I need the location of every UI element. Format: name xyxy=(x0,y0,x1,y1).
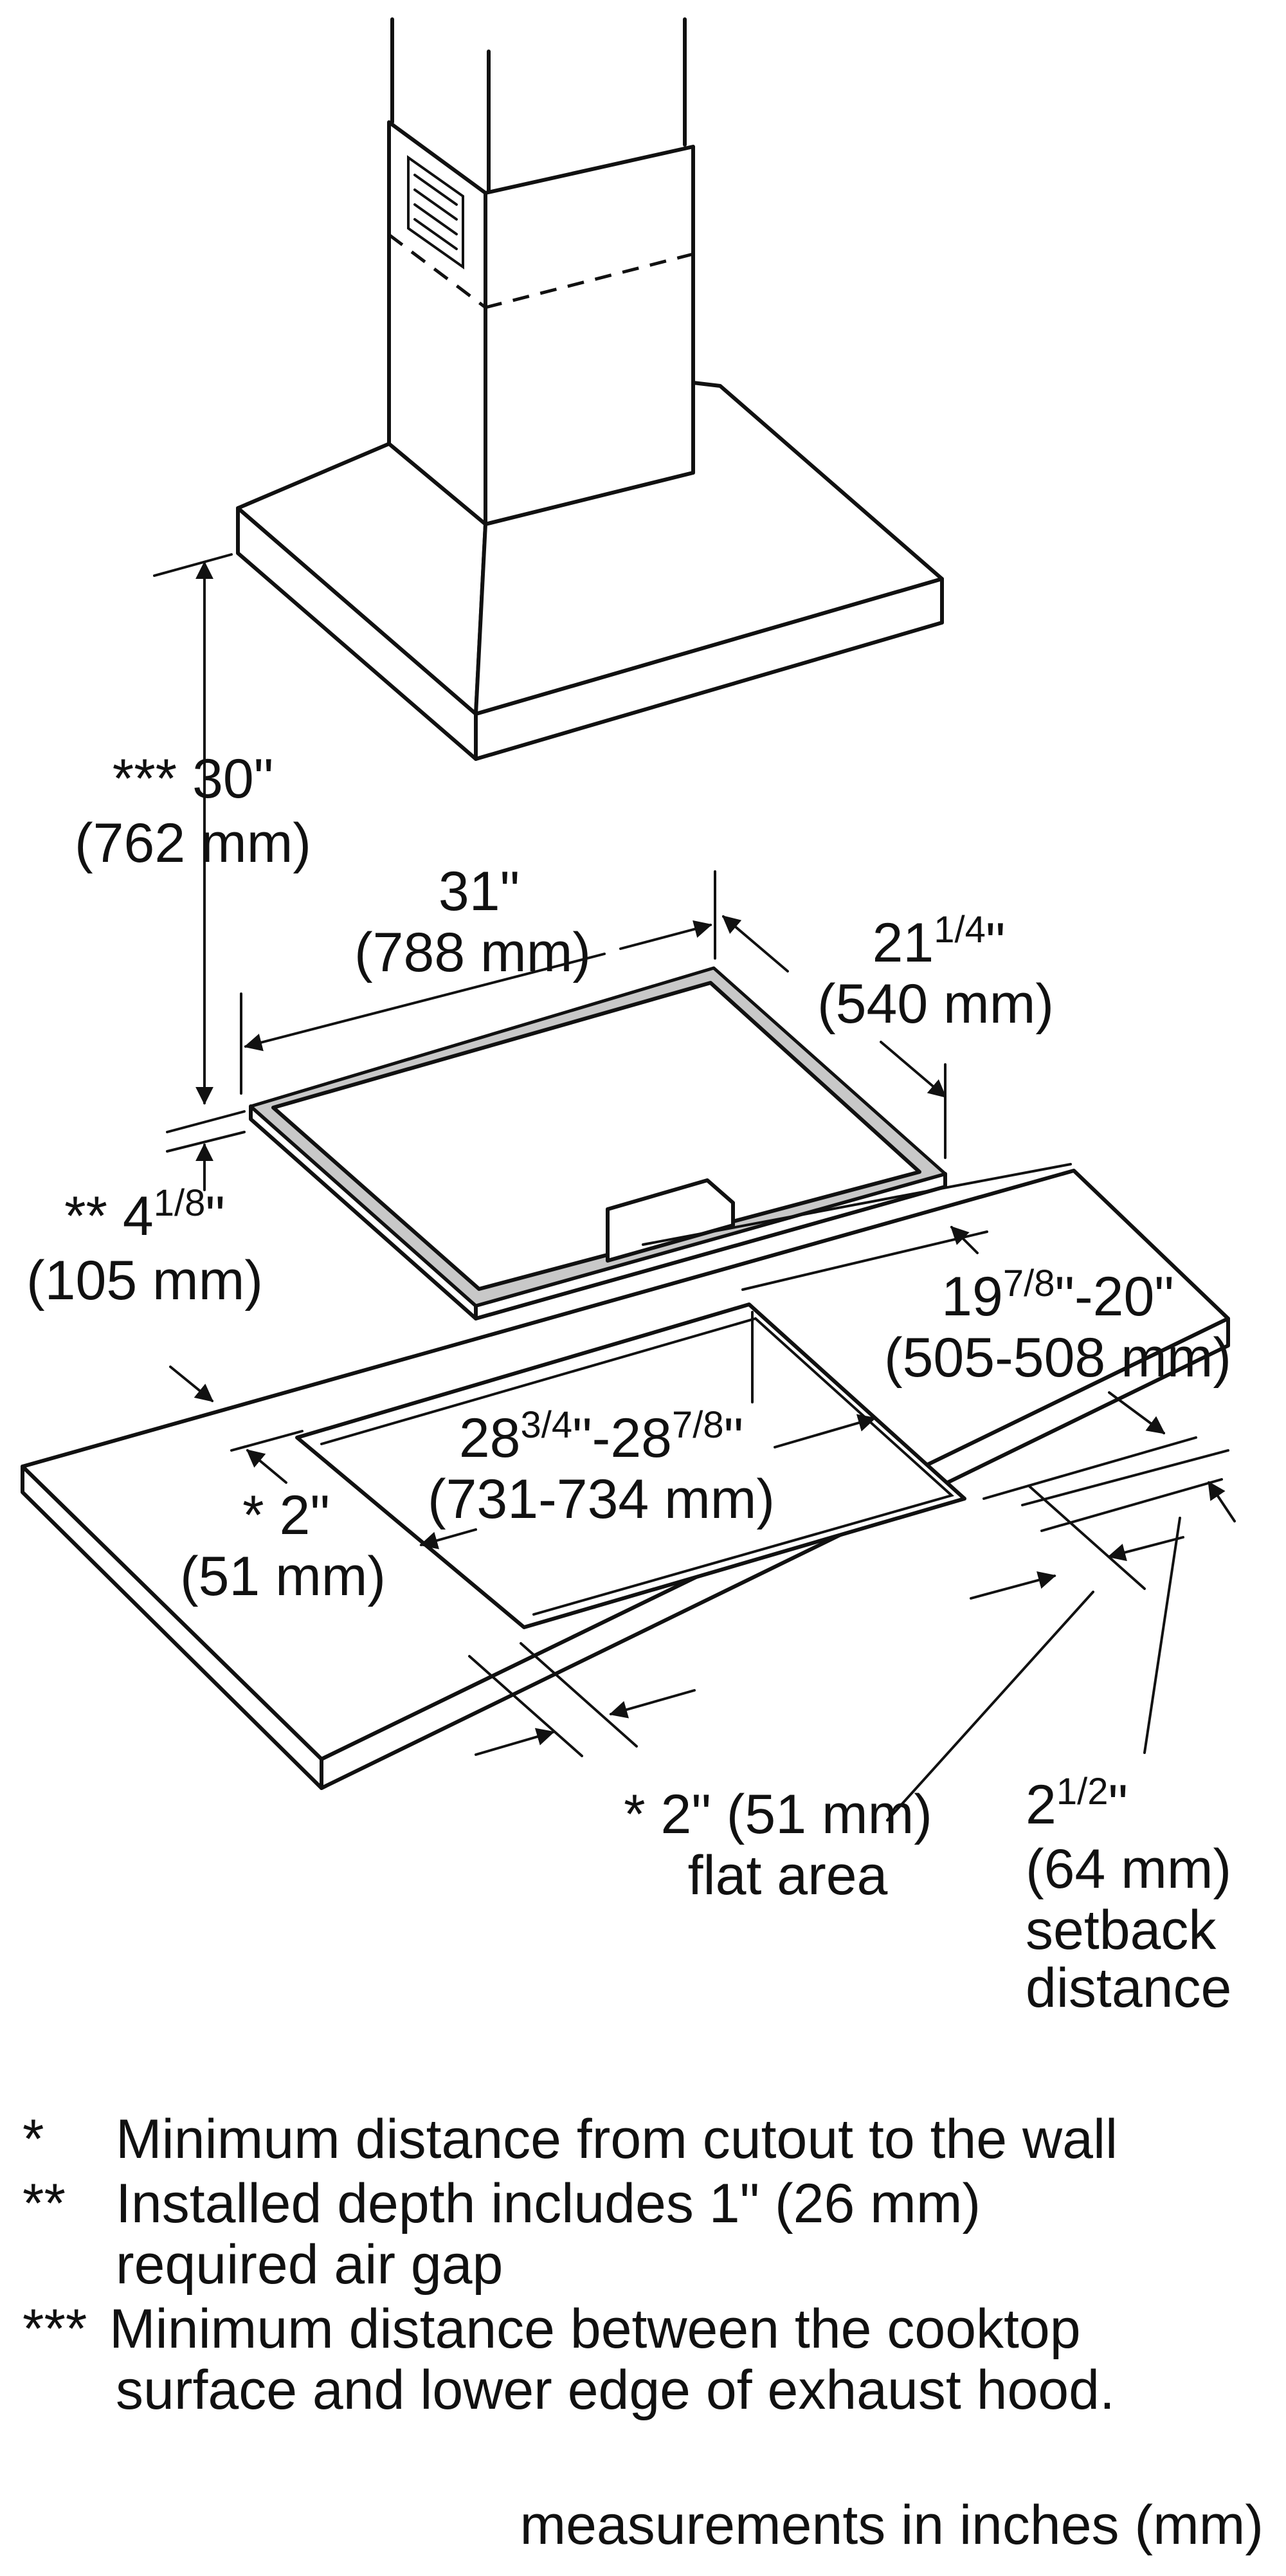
footnote-1-marker: * xyxy=(23,2108,44,2170)
setback-mm: (64 mm) xyxy=(1026,1838,1231,1900)
vent-grille-icon xyxy=(407,155,464,269)
footnote-3-text-line1: Minimum distance between the cooktop xyxy=(109,2298,1081,2360)
cooktop-depth-mm: (540 mm) xyxy=(817,973,1054,1035)
cutout-depth-inches: 197/8"-20" xyxy=(941,1263,1174,1328)
hood-height-mm: (762 mm) xyxy=(75,812,311,874)
wall-distance-inches: * 2" xyxy=(242,1484,330,1546)
flat-area-dimension: * 2" (51 mm) xyxy=(624,1784,932,1845)
hood-height-inches: *** 30" xyxy=(113,748,274,810)
cutout-width-inches: 283/4"-287/8" xyxy=(459,1404,743,1469)
installed-depth-mm: (105 mm) xyxy=(26,1250,263,1311)
footnotes: * Minimum distance from cutout to the wa… xyxy=(23,2108,1118,2421)
countertop xyxy=(21,1169,1230,1790)
setback-inches: 21/2" xyxy=(1026,1771,1128,1836)
cooktop-depth-inches: 211/4" xyxy=(873,909,1006,974)
flat-area-label: flat area xyxy=(688,1845,888,1906)
footnote-2-marker: ** xyxy=(23,2173,66,2234)
exhaust-hood xyxy=(236,17,944,761)
dimension-lines xyxy=(153,553,1236,1822)
cooktop-width-inches: 31" xyxy=(439,861,520,922)
units-note: measurements in inches (mm) xyxy=(520,2494,1263,2556)
installed-depth-inches: ** 41/8" xyxy=(64,1182,225,1247)
wall-distance-mm: (51 mm) xyxy=(180,1546,386,1607)
cutout-depth-mm: (505-508 mm) xyxy=(884,1327,1231,1389)
footnote-3-marker: *** xyxy=(23,2298,87,2360)
setback-label-line1: setback xyxy=(1026,1899,1217,1961)
footnote-2-text-line1: Installed depth includes 1" (26 mm) xyxy=(116,2173,981,2234)
footnote-1-text: Minimum distance from cutout to the wall xyxy=(116,2108,1118,2170)
cooktop-width-mm: (788 mm) xyxy=(354,922,591,983)
dimension-labels: *** 30" (762 mm) 31" (788 mm) 211/4" (54… xyxy=(26,748,1231,2019)
footnote-2-text-line2: required air gap xyxy=(116,2234,503,2296)
setback-label-line2: distance xyxy=(1026,1957,1231,2019)
footnote-3-text-line2: surface and lower edge of exhaust hood. xyxy=(116,2359,1115,2421)
cutout-width-mm: (731-734 mm) xyxy=(428,1468,775,1530)
